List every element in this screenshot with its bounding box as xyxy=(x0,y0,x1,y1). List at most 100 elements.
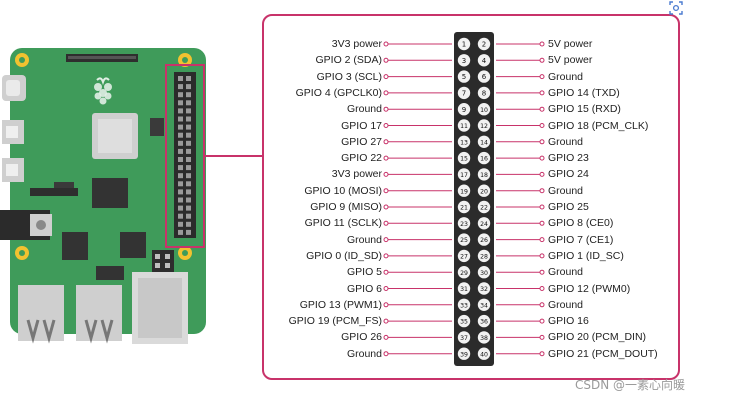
pin-24 xyxy=(477,217,491,230)
right-pin-label: 5V power xyxy=(548,38,593,50)
right-connector-dot xyxy=(539,123,545,128)
board-pin xyxy=(178,76,183,81)
right-pin-label: GPIO 18 (PCM_CLK) xyxy=(548,119,649,132)
board-pin xyxy=(178,116,183,122)
pin-number: 3 xyxy=(462,57,466,65)
pin-number: 34 xyxy=(480,302,488,309)
left-connector-dot xyxy=(383,139,389,145)
right-connector-dot xyxy=(539,302,545,308)
right-connector-dot xyxy=(539,318,545,324)
left-connector-dot xyxy=(383,171,389,177)
right-pin-label: GPIO 1 (ID_SC) xyxy=(548,249,624,262)
right-pin-label: GPIO 23 xyxy=(548,152,589,165)
left-connector-dot xyxy=(383,74,389,80)
right-connector-dot xyxy=(539,57,545,63)
right-pin-label: GPIO 16 xyxy=(548,315,589,328)
board-pin xyxy=(178,165,183,171)
right-connector-dot xyxy=(539,106,545,112)
pin-38 xyxy=(477,331,491,344)
left-connector-dot xyxy=(383,41,389,47)
raspberry-pi-board-illustration xyxy=(0,48,262,344)
left-connector-dot xyxy=(383,302,389,308)
right-pin-label: GPIO 21 (PCM_DOUT) xyxy=(548,347,658,360)
left-connector-dot xyxy=(383,188,389,194)
right-connector-dot xyxy=(539,351,545,357)
watermark-text: CSDN @一素心向暖 xyxy=(574,378,685,392)
pin-39 xyxy=(457,347,471,360)
board-pin xyxy=(178,173,183,179)
left-pin-label: GPIO 13 (PWM1) xyxy=(299,298,382,311)
board-pin xyxy=(186,221,191,227)
pin-27 xyxy=(457,249,471,263)
board-pin xyxy=(186,140,191,146)
pin-number: 15 xyxy=(460,156,468,163)
pin-number: 20 xyxy=(480,188,488,195)
pin-34 xyxy=(477,298,491,311)
right-connector-dot xyxy=(539,74,545,80)
board-pin xyxy=(178,148,183,154)
left-pin-label: 3V3 power xyxy=(331,38,382,50)
pin-number: 13 xyxy=(460,139,468,146)
left-pin-label: GPIO 0 (ID_SD) xyxy=(306,249,382,262)
board-pin xyxy=(178,213,183,219)
pin-21 xyxy=(457,200,471,214)
pin-number: 37 xyxy=(460,335,468,342)
pin-number: 35 xyxy=(460,319,468,326)
board-gpio-header xyxy=(174,72,196,238)
right-connector-dot xyxy=(539,253,545,259)
pin-number: 19 xyxy=(460,188,468,195)
pin-number: 12 xyxy=(480,123,488,130)
pin-37 xyxy=(457,331,471,344)
pin-number: 26 xyxy=(480,237,488,244)
pin-number: 17 xyxy=(460,172,468,179)
left-pin-label: Ground xyxy=(346,233,382,246)
right-connector-dot xyxy=(539,204,545,210)
pin-23 xyxy=(457,217,471,230)
pin-13 xyxy=(457,135,471,148)
board-pin xyxy=(186,76,191,81)
pin-number: 4 xyxy=(482,57,487,65)
board-pin xyxy=(178,108,183,114)
pin-12 xyxy=(477,119,491,132)
right-pin-label: GPIO 24 xyxy=(548,168,589,181)
pin-35 xyxy=(457,314,471,328)
pin-number: 32 xyxy=(480,286,488,293)
board-pin xyxy=(178,124,183,130)
pin-15 xyxy=(457,151,471,165)
scan-icon[interactable] xyxy=(668,0,684,16)
board-pin xyxy=(178,140,183,146)
pin-number: 8 xyxy=(482,90,486,98)
pin-number: 21 xyxy=(460,205,468,212)
pin-number: 16 xyxy=(480,156,488,163)
left-pin-label: GPIO 10 (MOSI) xyxy=(304,184,382,197)
pin-18 xyxy=(477,168,491,181)
board-pin xyxy=(186,197,191,203)
board-pin xyxy=(186,108,191,114)
right-pin-label: Ground xyxy=(548,70,584,83)
left-connector-dot xyxy=(383,253,389,259)
left-pin-label: GPIO 9 (MISO) xyxy=(310,201,382,213)
board-pin xyxy=(178,221,183,227)
right-pin-label: Ground xyxy=(548,266,584,279)
pin-33 xyxy=(457,298,471,311)
pin-32 xyxy=(477,282,491,295)
pin-number: 5 xyxy=(462,73,466,81)
left-pin-label: GPIO 19 (PCM_FS) xyxy=(288,315,382,328)
board-pin xyxy=(178,100,183,106)
pin-number: 29 xyxy=(460,270,468,277)
right-connector-dot xyxy=(539,90,545,96)
pin-11 xyxy=(457,119,471,132)
pin-number: 18 xyxy=(480,172,488,179)
board-pin xyxy=(186,124,191,130)
pin-10 xyxy=(477,103,491,116)
left-pin-label: GPIO 22 xyxy=(341,152,382,165)
right-connector-dot xyxy=(539,334,545,340)
right-pin-label: Ground xyxy=(548,298,584,311)
left-connector-dot xyxy=(383,204,389,210)
pin-number: 11 xyxy=(460,123,468,130)
pin-28 xyxy=(477,249,491,263)
pin-number: 40 xyxy=(480,351,488,358)
left-pin-label: GPIO 4 (GPCLK0) xyxy=(295,86,382,99)
